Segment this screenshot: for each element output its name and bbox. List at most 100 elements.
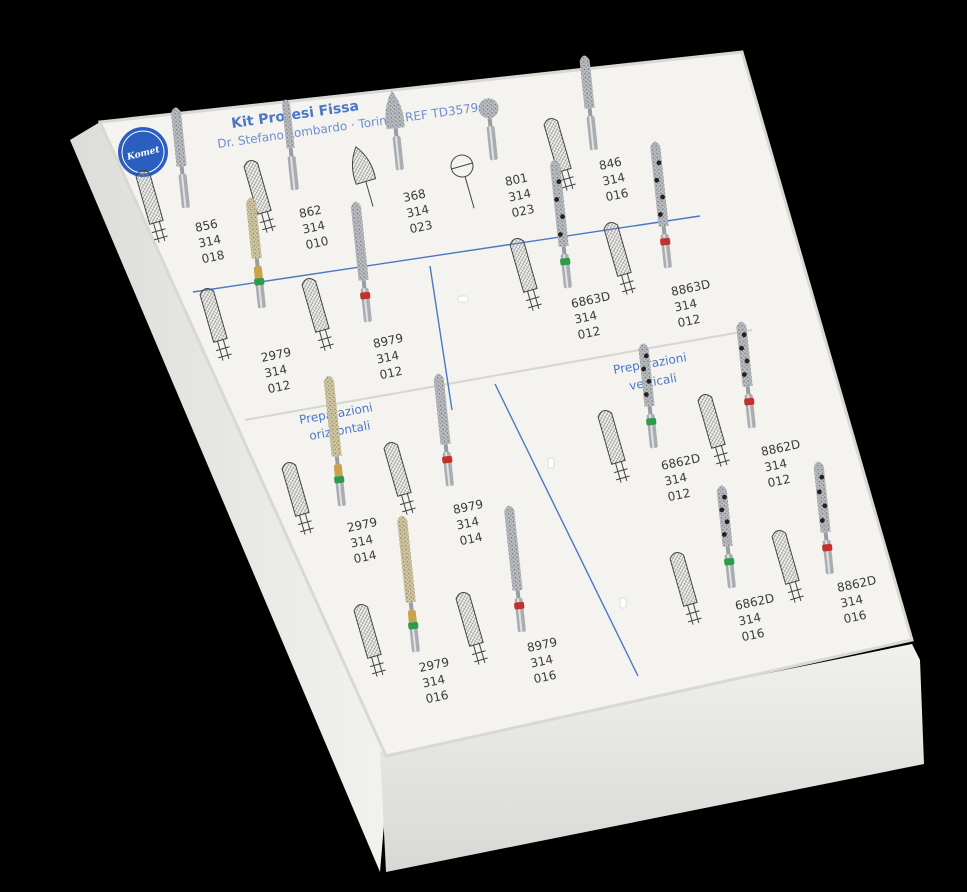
- bur-label-line3: 016: [842, 608, 867, 626]
- bur-marking-dot: [722, 494, 727, 500]
- bur-diagram: [351, 146, 377, 207]
- bur-neck: [443, 444, 449, 453]
- bur-diagram: [697, 394, 730, 467]
- bur-label-line2: 314: [737, 610, 762, 628]
- bur-color-ring: [334, 475, 345, 484]
- bur-color-ring: [514, 601, 525, 610]
- slot: [619, 597, 627, 609]
- bur-color-ring: [646, 417, 657, 426]
- diagram-shank: [297, 513, 314, 535]
- bur-label-line3: 023: [408, 218, 433, 236]
- diagram-shank: [713, 445, 730, 467]
- bur-neck: [561, 246, 567, 255]
- tray-side: [70, 122, 390, 872]
- bur-gold-collar: [333, 464, 343, 477]
- bur-color-ring: [254, 277, 265, 286]
- bur-label-line2: 314: [507, 186, 532, 204]
- diagram-shank: [317, 329, 334, 351]
- diagram-shank: [369, 655, 386, 677]
- bur-marking-dot: [741, 372, 747, 377]
- bur-label-line2: 314: [455, 514, 480, 532]
- bur-head: [245, 197, 262, 259]
- diagram-head: [243, 160, 272, 215]
- slot: [547, 457, 555, 469]
- bur-set: 8563140188623140103683140238013140238463…: [135, 55, 878, 706]
- bur-head: [170, 107, 187, 167]
- diagram-head: [353, 604, 382, 659]
- bur-diagram: [281, 462, 314, 535]
- bur-label-line1: 8979: [526, 635, 559, 655]
- bur-label-line3: 018: [200, 248, 225, 266]
- bur-label-line3: 014: [458, 530, 483, 548]
- bur-diagram: [135, 170, 168, 243]
- bur-marking-dot: [643, 392, 649, 397]
- komet-logo: Komet: [118, 127, 168, 177]
- bur-marking-dot: [556, 179, 562, 184]
- bur-marking-dot: [724, 519, 730, 525]
- bur-6863D: [550, 159, 572, 289]
- diagram-head: [351, 146, 377, 185]
- bur-diagram: [353, 604, 386, 677]
- bur-head: [638, 343, 655, 407]
- bur-marking-dot: [643, 353, 649, 359]
- diagram-head: [697, 394, 726, 449]
- diagram-shank: [559, 169, 576, 191]
- bur-diagram: [383, 442, 416, 515]
- bur-color-ring: [408, 621, 419, 630]
- bur-head: [550, 159, 569, 247]
- diagram-head: [455, 592, 484, 647]
- slots: [457, 295, 627, 609]
- bur-label-line2: 314: [839, 592, 864, 610]
- bur-diagram: [243, 160, 276, 233]
- diagram-head: [383, 442, 412, 497]
- diagram-shank: [525, 289, 542, 311]
- bur-label-line2: 314: [263, 362, 288, 380]
- bur-label-line1: 2979: [346, 515, 379, 535]
- bur-neck: [254, 258, 260, 267]
- bur-label-line3: 016: [532, 668, 557, 686]
- bur-label-line3: 012: [576, 324, 601, 342]
- tray-front: [380, 644, 924, 872]
- bur-diagram: [771, 530, 804, 603]
- bur-color-ring: [822, 543, 833, 552]
- diagram-head: [543, 118, 572, 173]
- bur-marking-dot: [719, 507, 725, 513]
- bur-head: [579, 55, 595, 109]
- bur-label-line3: 016: [604, 186, 629, 204]
- bur-8979-c: [504, 505, 526, 633]
- tray-top-edge: [97, 50, 914, 758]
- bur-marking-dot: [816, 489, 822, 495]
- bur-label-line2: 314: [405, 202, 430, 220]
- bur-label-line1: 846: [598, 154, 623, 172]
- bur-head: [433, 373, 451, 445]
- bur-856: [170, 107, 190, 209]
- bur-846: [579, 55, 598, 151]
- bur-marking-dot: [560, 214, 565, 219]
- diagram-shank: [787, 581, 804, 603]
- bur-neck: [515, 590, 521, 599]
- bur-diagram: [199, 288, 232, 361]
- diagram-head: [597, 410, 626, 465]
- bur-neck: [745, 386, 751, 395]
- bur-neck: [725, 546, 731, 555]
- bur-label-line2: 314: [349, 532, 374, 550]
- bur-2979-c: [397, 515, 420, 653]
- bur-8863D: [650, 141, 672, 269]
- bur-label-line3: 010: [304, 234, 329, 252]
- diagram-shank: [471, 643, 488, 665]
- bur-label-line2: 314: [763, 456, 788, 474]
- bur-label-line1: 2979: [418, 655, 451, 675]
- bur-label-line3: 012: [766, 472, 791, 490]
- bur-shank-highlight: [488, 126, 495, 161]
- bur-label-line2: 314: [421, 672, 446, 690]
- bur-label-line3: 016: [740, 626, 765, 644]
